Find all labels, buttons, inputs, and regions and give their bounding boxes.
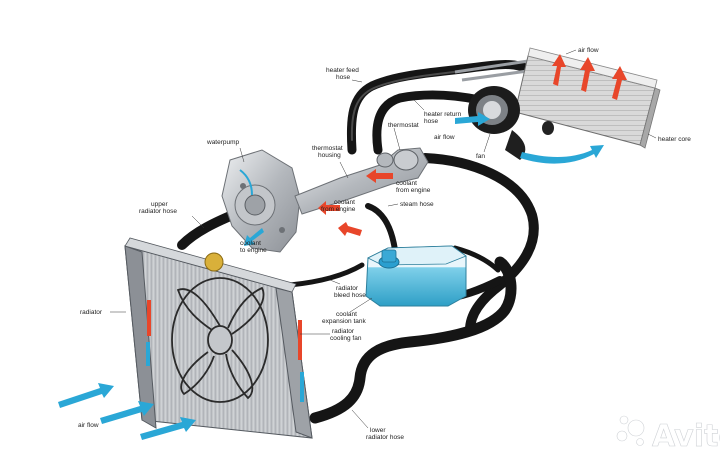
label-heater-return-hose-2: hose — [424, 118, 438, 125]
label-coolant-from-engine-2: coolant — [334, 199, 355, 206]
avito-logo-icon — [616, 415, 645, 446]
label-upper-radiator-hose-2: radiator hose — [139, 208, 177, 215]
label-air-flow-mid: air flow — [434, 134, 455, 141]
steam-hose — [365, 203, 398, 253]
label-thermostat-housing: thermostat — [312, 145, 343, 152]
label-coolant-from-engine-1: coolant — [396, 180, 417, 187]
label-upper-radiator-hose: upper — [151, 201, 168, 208]
waterpump — [221, 149, 301, 253]
label-coolant-from-engine-1b: from engine — [396, 187, 431, 194]
label-radiator-bleed-hose: radiator — [336, 285, 359, 292]
label-coolant-from-engine-2b: from engine — [321, 206, 356, 213]
label-heater-feed-hose: heater feed — [326, 67, 359, 74]
air-flow-arrows-bottom — [58, 383, 196, 440]
label-radiator-bleed-hose-2: bleed hose — [334, 292, 366, 299]
lower-radiator-hose — [309, 256, 517, 424]
label-heater-feed-hose-2: hose — [336, 74, 350, 81]
coolant-expansion-tank — [365, 245, 467, 307]
label-lower-radiator-hose: lower — [370, 427, 386, 434]
radiator-bleed-hose — [287, 262, 365, 288]
radiator — [124, 237, 313, 439]
labels: air flow heater feed hose heater return … — [78, 47, 691, 441]
heater-return-hose — [372, 90, 485, 155]
avito-watermark: Avito — [616, 415, 720, 454]
label-radiator: radiator — [80, 309, 103, 316]
heater-pipes — [454, 58, 536, 82]
label-coolant-expansion-tank: coolant — [336, 311, 357, 318]
label-coolant-expansion-tank-2: expansion tank — [322, 318, 366, 325]
hoses — [177, 58, 539, 424]
air-flow-arrows-cool — [455, 112, 604, 164]
label-radiator-cooling-fan: radiator — [332, 328, 355, 335]
air-flow-arrows-hot — [552, 54, 627, 100]
label-air-flow-bottom: air flow — [78, 422, 99, 429]
thermostat-housing — [294, 147, 429, 215]
label-air-flow-top: air flow — [578, 47, 599, 54]
label-radiator-cooling-fan-2: cooling fan — [330, 335, 362, 342]
label-heater-return-hose: heater return — [424, 111, 462, 118]
label-lower-radiator-hose-2: radiator hose — [366, 434, 404, 441]
label-steam-hose: steam hose — [400, 201, 434, 208]
avito-watermark-text: Avito — [652, 419, 720, 454]
label-coolant-to-engine: coolant — [240, 240, 261, 247]
coolant-arrows — [244, 169, 393, 246]
label-thermostat: thermostat — [388, 122, 419, 129]
label-waterpump: waterpump — [206, 139, 240, 146]
label-fan: fan — [476, 153, 485, 160]
heater-outlet-hose — [420, 153, 539, 335]
label-heater-core: heater core — [658, 136, 691, 143]
label-coolant-to-engine-2: to engine — [240, 247, 267, 254]
label-thermostat-housing-2: housing — [318, 152, 341, 159]
radiator-cooling-fan — [171, 277, 269, 403]
